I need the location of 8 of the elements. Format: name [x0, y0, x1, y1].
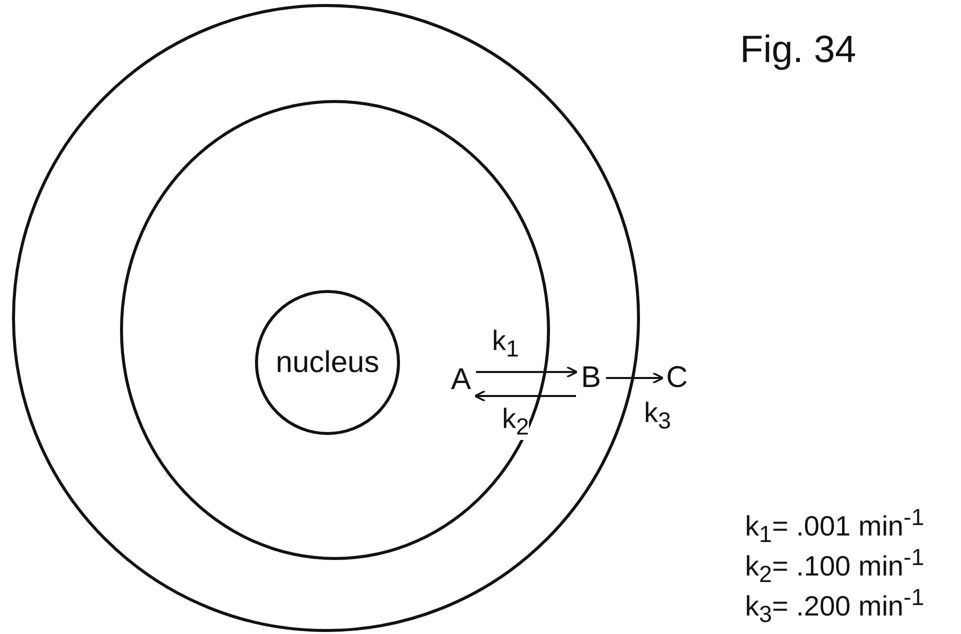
arrow: [606, 372, 664, 384]
compartment-letter: B: [576, 358, 606, 398]
node-label: nucleus: [276, 346, 380, 380]
arrow: [474, 390, 576, 402]
compartment-letter: A: [446, 360, 476, 400]
compartment-letter: C: [662, 358, 692, 398]
arrow: [476, 366, 578, 378]
nucleus-circle: [255, 290, 400, 435]
